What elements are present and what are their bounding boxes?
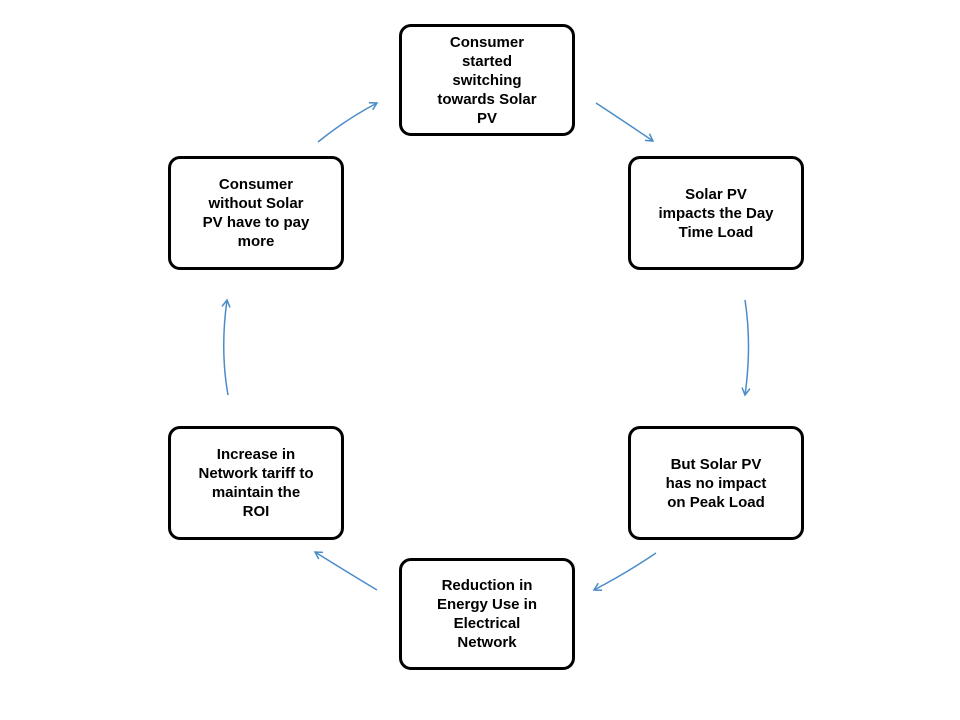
node-no-peak-impact-label: But Solar PV has no impact on Peak Load [665, 455, 767, 511]
node-energy-reduction-label: Reduction in Energy Use in Electrical Ne… [436, 577, 538, 651]
arrow-reduction-to-tariff [313, 551, 378, 591]
node-no-peak-impact: But Solar PV has no impact on Peak Load [628, 426, 804, 540]
node-tariff-increase-label: Increase in Network tariff to maintain t… [198, 446, 314, 520]
arrow-paymore-to-switching [317, 102, 379, 143]
arrow-daytime-to-peak [741, 299, 751, 397]
node-consumer-switching: Consumer started switching towards Solar… [399, 24, 575, 136]
node-pay-more: Consumer without Solar PV have to pay mo… [168, 156, 344, 270]
node-pay-more-label: Consumer without Solar PV have to pay mo… [202, 176, 310, 250]
arrow-switching-to-daytime [595, 102, 655, 142]
node-energy-reduction: Reduction in Energy Use in Electrical Ne… [399, 558, 575, 670]
node-day-time-load-label: Solar PV impacts the Day Time Load [658, 185, 774, 241]
node-day-time-load: Solar PV impacts the Day Time Load [628, 156, 804, 270]
arrow-peak-to-reduction [592, 552, 657, 592]
node-consumer-switching-label: Consumer started switching towards Solar… [437, 33, 537, 127]
node-tariff-increase: Increase in Network tariff to maintain t… [168, 426, 344, 540]
arrow-tariff-to-paymore [221, 298, 231, 396]
